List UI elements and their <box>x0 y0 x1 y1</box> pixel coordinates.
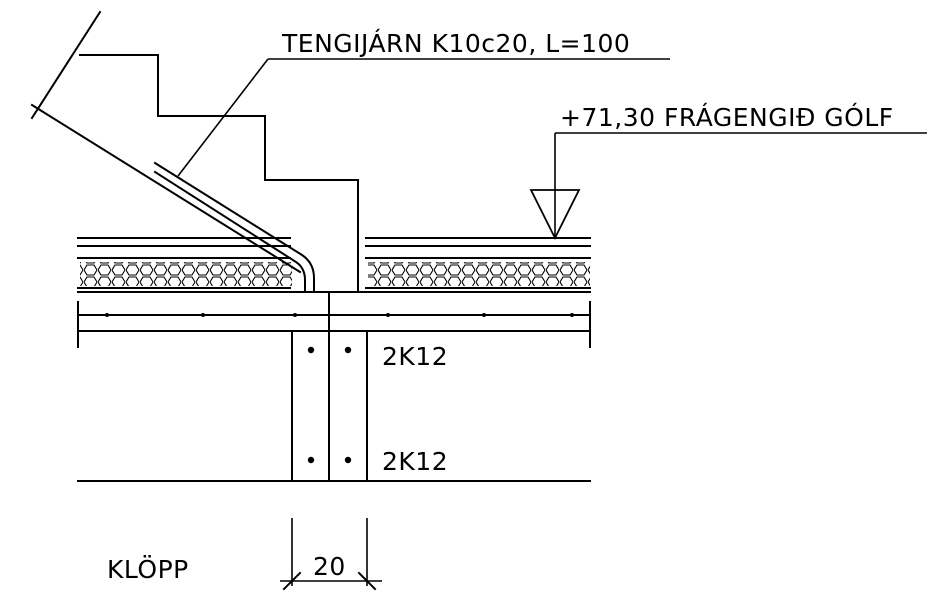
dimension-value: 20 <box>313 552 346 581</box>
beam-bar-bottom-right <box>344 456 352 464</box>
beam-bar-top-right <box>344 346 352 354</box>
stair-outline <box>30 10 359 293</box>
width-dimension <box>280 518 382 591</box>
insulation-layer <box>77 262 591 289</box>
floor-slab <box>77 291 591 348</box>
beam-bars-bottom-label: 2K12 <box>382 447 448 476</box>
rebar-note-label: TENGIJÁRN K10c20, L=100 <box>281 29 630 58</box>
floor-level-label: +71,30 FRÁGENGIÐ GÓLF <box>560 102 894 132</box>
level-marker <box>529 132 927 241</box>
tie-bar <box>153 161 315 293</box>
beam <box>77 291 591 482</box>
level-triangle-icon <box>529 189 581 241</box>
slab-rebar-dots <box>105 313 574 317</box>
section-name-label: KLÖPP <box>107 555 189 584</box>
beam-bars-top-label: 2K12 <box>382 342 448 371</box>
beam-bar-top-left <box>307 346 315 354</box>
stair-cut-line <box>30 10 102 120</box>
rebar-note-leader <box>177 58 670 177</box>
stair-soffit <box>30 103 302 274</box>
beam-bar-bottom-left <box>307 456 315 464</box>
floor-layers <box>77 237 591 259</box>
